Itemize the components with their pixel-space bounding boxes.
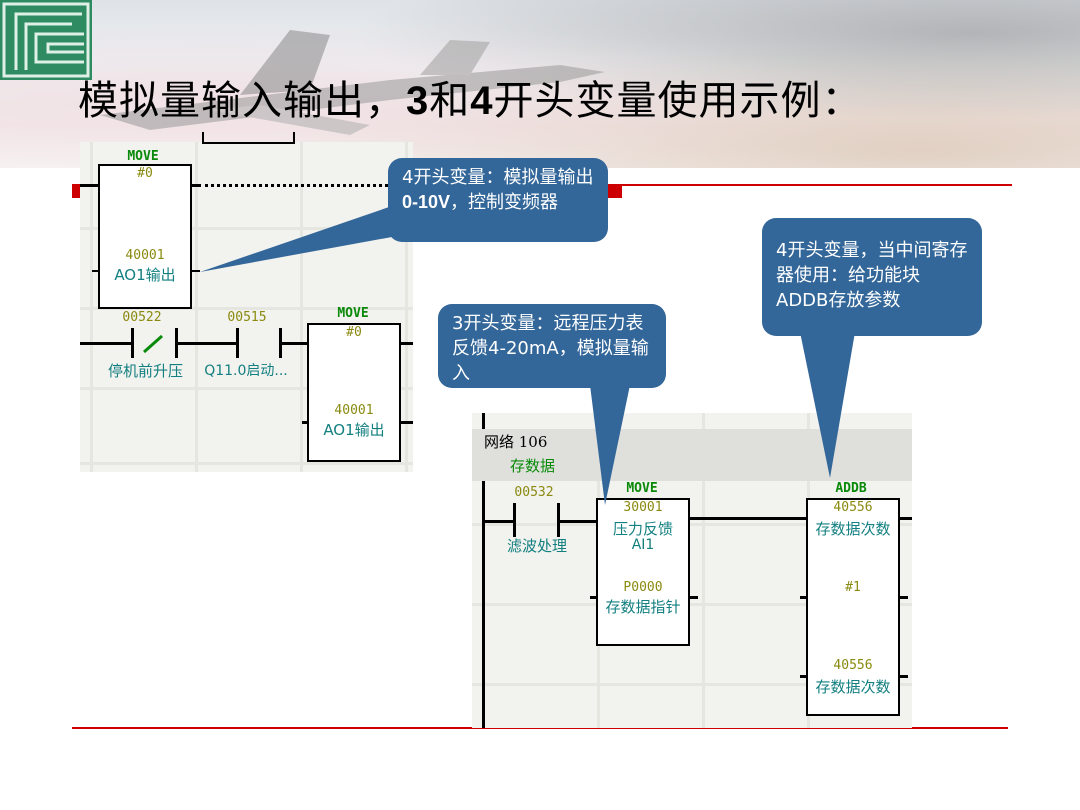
move-block-title: MOVE bbox=[626, 481, 658, 496]
addb-in2-value: #1 bbox=[845, 580, 861, 595]
no-contact-left-bar[interactable] bbox=[513, 503, 516, 537]
move-in-value: #0 bbox=[137, 166, 153, 181]
ladder-panel-left: MOVE #0 40001 AO1输出 00522 00515 停机前升压 Q1… bbox=[80, 132, 413, 472]
normally-closed-slash-icon bbox=[143, 334, 163, 354]
move-block[interactable]: #0 40001 AO1输出 bbox=[98, 164, 192, 309]
move-block[interactable]: #0 40001 AO1输出 bbox=[307, 323, 401, 462]
move-in-value: #0 bbox=[346, 325, 362, 340]
move-in-symbol2: AI1 bbox=[631, 537, 655, 553]
contact-address: 00515 bbox=[227, 310, 267, 325]
move-block[interactable]: 30001 压力反馈 AI1 P0000 存数据指针 bbox=[596, 498, 690, 646]
title-part: 模拟量输入输出， bbox=[78, 78, 406, 124]
no-contact-left-bar[interactable] bbox=[236, 328, 239, 358]
addb-in1-symbol: 存数据次数 bbox=[815, 520, 891, 538]
move-out-symbol: AO1输出 bbox=[323, 421, 385, 439]
dotted-connection bbox=[198, 184, 413, 187]
contact-address: 00532 bbox=[514, 485, 554, 500]
addb-block[interactable]: 40556 存数据次数 #1 40556 存数据次数 bbox=[806, 498, 900, 716]
callout-analog-input: 3开头变量：远程压力表反馈4-20mA，模拟量输入 bbox=[438, 304, 666, 388]
contact-symbol: 滤波处理 bbox=[506, 537, 567, 555]
network-header[interactable]: 网络 106 存数据 bbox=[472, 429, 912, 481]
move-out-address: 40001 bbox=[125, 248, 165, 263]
company-logo bbox=[0, 0, 92, 80]
title-part: 和 bbox=[429, 78, 471, 124]
move-in-symbol: 压力反馈 bbox=[612, 520, 673, 538]
ladder-panel-right: 网络 106 存数据 00532 滤波处理 MOVE 30001 压力反馈 AI… bbox=[472, 413, 912, 728]
move-out-symbol: AO1输出 bbox=[114, 266, 176, 284]
nc-contact-left-bar[interactable] bbox=[131, 328, 134, 358]
addb-out-symbol: 存数据次数 bbox=[815, 678, 891, 696]
callout-text: 4开头变量，当中间寄存器使用：给功能块ADDB存放参数 bbox=[776, 240, 968, 311]
network-label: 网络 106 bbox=[484, 433, 548, 451]
move-block-title: MOVE bbox=[127, 149, 159, 164]
move-in-address: 30001 bbox=[623, 500, 663, 515]
divider-top bbox=[608, 184, 1012, 186]
power-rail-top bbox=[482, 413, 485, 433]
callout-text: 4开头变量：模拟量输出 bbox=[402, 167, 594, 188]
addb-in1-address: 40556 bbox=[833, 500, 873, 515]
callout-text: ，控制变频器 bbox=[450, 192, 559, 213]
contact-symbol: Q11.0启动... bbox=[204, 363, 288, 379]
callout-text: ，模拟量输入 bbox=[452, 338, 649, 384]
contact-address: 00522 bbox=[122, 310, 162, 325]
page-title: 模拟量输入输出，3和4开头变量使用示例： bbox=[78, 68, 863, 126]
title-part: 3 bbox=[406, 79, 430, 123]
callout-text-bold: 0-10V bbox=[402, 192, 451, 212]
move-out-address: P0000 bbox=[623, 580, 663, 595]
title-part: 4 bbox=[470, 79, 494, 123]
callout-text: 4-20mA bbox=[488, 338, 559, 359]
red-marker-right bbox=[608, 184, 622, 198]
move-block-title: MOVE bbox=[337, 306, 369, 321]
title-part: 开头变量使用示例： bbox=[493, 78, 863, 124]
callout-analog-output: 4开头变量：模拟量输出 0-10V，控制变频器 bbox=[388, 158, 608, 242]
addb-out-address: 40556 bbox=[833, 658, 873, 673]
move-out-symbol: 存数据指针 bbox=[605, 598, 681, 616]
move-out-address: 40001 bbox=[334, 403, 374, 418]
power-rail bbox=[482, 481, 485, 728]
callout-register: 4开头变量，当中间寄存器使用：给功能块ADDB存放参数 bbox=[762, 218, 982, 336]
addb-block-title: ADDB bbox=[835, 481, 867, 496]
divider-bottom bbox=[72, 727, 1008, 729]
callout-text: 3开头变量：远程压力表反馈 bbox=[452, 313, 644, 359]
network-comment: 存数据 bbox=[510, 457, 556, 475]
contact-symbol: 停机前升压 bbox=[107, 362, 183, 380]
jet-aircraft-image bbox=[100, 30, 605, 135]
